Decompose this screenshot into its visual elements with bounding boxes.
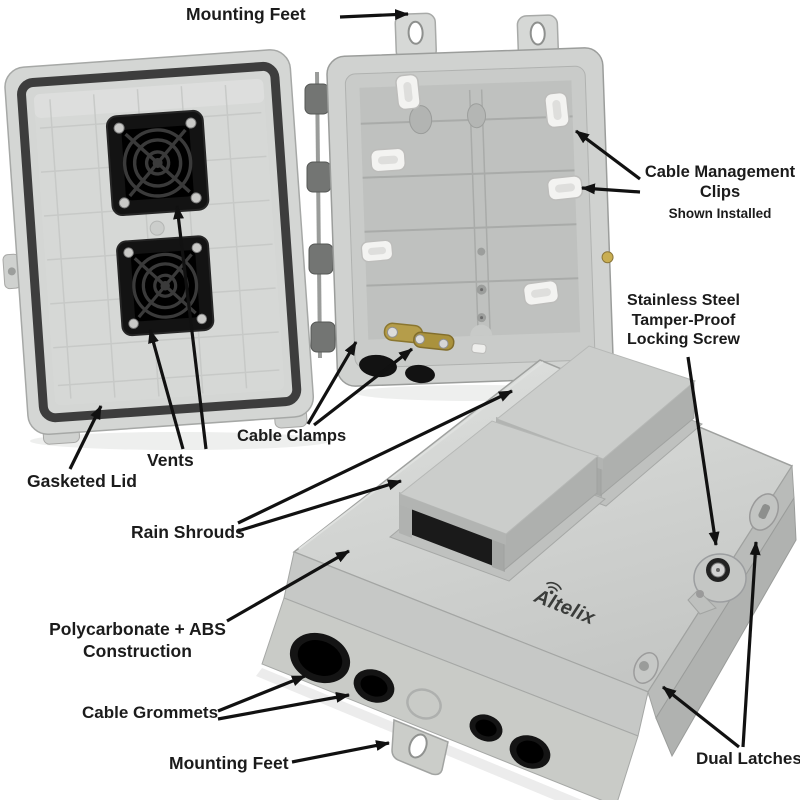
label-cable-clamps: Cable Clamps (237, 427, 346, 445)
mounting-foot-bottom (391, 718, 449, 776)
arrow-cable-clip-2 (581, 183, 641, 195)
label-text: Gasketed Lid (27, 471, 137, 491)
arrow-grommet-2 (217, 691, 350, 721)
locking-screw (687, 553, 747, 615)
vent-lower (114, 234, 216, 338)
label-rain-shrouds: Rain Shrouds (131, 522, 245, 543)
mounting-foot-tab-top (394, 12, 437, 61)
annotation-arrows (68, 9, 761, 764)
arrow-latch-upper (741, 541, 761, 748)
label-gasketed-lid: Gasketed Lid (27, 471, 137, 492)
arrow-cable-clamp-2 (313, 347, 413, 427)
arrow-gasketed-lid (68, 405, 103, 470)
arrow-locking-screw (686, 356, 720, 546)
label-line: Locking Screw (627, 331, 740, 348)
side-screw (601, 251, 614, 264)
base-floor (359, 80, 581, 340)
label-text: Vents (147, 450, 194, 470)
cable-clip (369, 147, 407, 173)
rain-shroud-lower (389, 420, 606, 582)
label-construction: Polycarbonate + ABS Construction (40, 618, 235, 662)
label-mounting-feet-bottom: Mounting Feet (169, 753, 289, 774)
knockout-circle (406, 688, 442, 720)
lid-dimple (149, 220, 165, 236)
arrow-vent-upper (173, 205, 208, 450)
label-text: Rain Shrouds (131, 522, 245, 542)
cable-clip (543, 91, 571, 129)
floor-cutout (470, 324, 493, 337)
label-subtitle: Shown Installed (668, 206, 772, 221)
label-line: Tamper-Proof (631, 311, 736, 329)
cable-clip (360, 239, 394, 263)
floor-hole (409, 105, 433, 135)
label-vents: Vents (147, 450, 194, 471)
arrow-cable-clamp-1 (306, 341, 358, 425)
label-locking-screw: Stainless Steel Tamper-Proof Locking Scr… (601, 291, 766, 350)
label-text: Cable Grommets (82, 703, 219, 722)
cable-grommet (353, 669, 395, 703)
label-text: Mounting Feet (169, 753, 289, 773)
label-line: Stainless Steel (627, 292, 740, 309)
arrow-latch-lower (662, 685, 740, 749)
arrow-cable-clip-1 (575, 129, 641, 181)
label-line: Polycarbonate + ABS (49, 619, 226, 639)
hinge (304, 71, 336, 359)
label-dual-latches: Dual Latches (696, 749, 800, 768)
vent-upper (104, 108, 211, 218)
label-cable-management-clips: Cable Management Clips Shown Installed (640, 162, 800, 224)
label-text: Mounting Feet (186, 4, 306, 24)
label-line: Construction (83, 641, 192, 661)
label-line: Clips (699, 183, 741, 201)
arrow-grommet-1 (217, 674, 306, 713)
label-cable-grommets: Cable Grommets (82, 703, 218, 722)
label-text: Cable Clamps (237, 427, 347, 445)
arrow-vent-lower (148, 329, 185, 450)
arrow-rain-shroud-1 (237, 389, 513, 525)
label-line: Cable Management (644, 163, 796, 181)
cable-grommet (509, 735, 551, 769)
cable-grommet (289, 632, 351, 684)
arrow-mounting-feet-bottom (291, 740, 390, 764)
cable-grommet (469, 714, 503, 742)
cable-clip (394, 73, 422, 111)
arrow-rain-shroud-2 (237, 479, 402, 533)
floor-ribs (360, 89, 579, 330)
arrow-construction (226, 549, 350, 623)
closed-base-right-face (655, 496, 797, 758)
cable-clip (546, 174, 584, 202)
latch-lower (633, 652, 659, 684)
cable-grommets (289, 632, 551, 769)
cable-clip (521, 278, 561, 308)
lid-back-view (2, 49, 315, 445)
closed-enclosure: Altelix (261, 345, 797, 800)
label-mounting-feet-top: Mounting Feet (186, 4, 306, 25)
arrow-mounting-feet-top (339, 9, 409, 21)
cable-clamps (359, 322, 487, 384)
antenna-icon (546, 581, 563, 595)
latch-upper (748, 493, 780, 531)
floor-knockout (467, 103, 487, 129)
label-text: Dual Latches (696, 749, 800, 768)
